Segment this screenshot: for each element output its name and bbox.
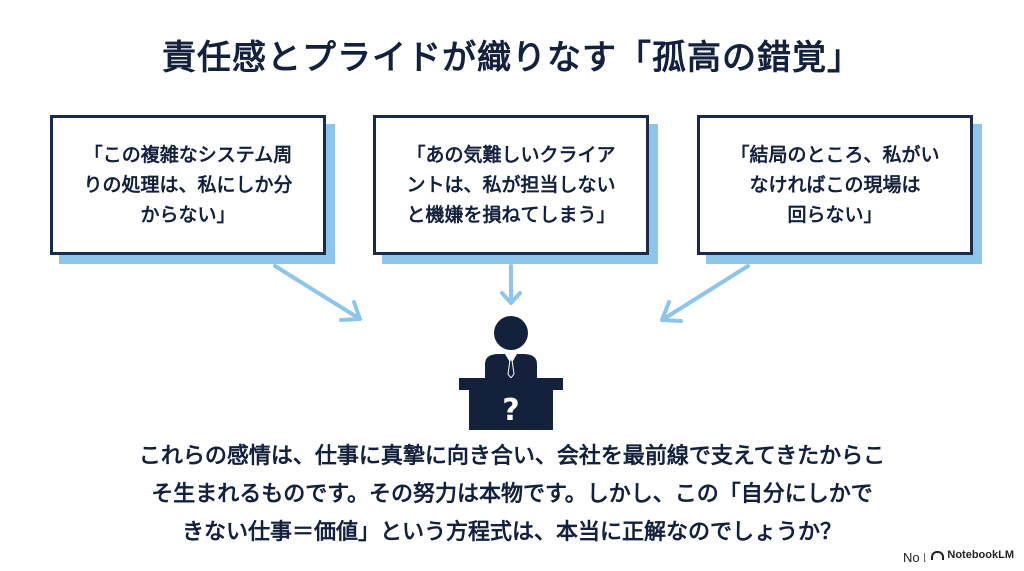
quote-card-frame: 「あの気難しいクライア ントは、私が担当しない と機嫌を損ねてしまう」 [373, 115, 649, 255]
quote-text-right: 「結局のところ、私がい なければこの現場は 回らない」 [730, 144, 940, 226]
arrow-left-icon [273, 264, 362, 322]
podium-base [469, 390, 553, 430]
quote-card-right: 「結局のところ、私がい なければこの現場は 回らない」 [697, 115, 982, 264]
notebooklm-logo-icon [931, 550, 945, 560]
page-title: 責任感とプライドが織りなす「孤高の錯覚」 [162, 38, 862, 78]
quote-text-center: 「あの気難しいクライア ントは、私が担当しない と機嫌を損ねてしまう」 [406, 144, 616, 226]
speaker-at-podium-icon: ? [459, 316, 563, 430]
watermark-label: NotebookLM [947, 549, 1014, 561]
quote-card-frame: 「結局のところ、私がい なければこの現場は 回らない」 [697, 115, 973, 255]
arrow-center-icon [500, 264, 522, 305]
notebooklm-watermark: NotebookLM [925, 547, 1020, 563]
question-mark: ? [502, 393, 519, 428]
podium-top [459, 378, 563, 390]
body-paragraph: これらの感情は、仕事に真摯に向き合い、会社を最前線で支えてきたからこ そ生まれる… [138, 444, 886, 545]
quote-card-frame: 「この複雑なシステム周 りの処理は、私にしか分 からない」 [50, 115, 326, 255]
quote-card-center: 「あの気難しいクライア ントは、私が担当しない と機嫌を損ねてしまう」 [373, 115, 658, 264]
quote-text-left: 「この複雑なシステム周 りの処理は、私にしか分 からない」 [83, 144, 293, 226]
arrow-right-icon [660, 264, 750, 323]
person-head [494, 316, 528, 350]
quote-card-left: 「この複雑なシステム周 りの処理は、私にしか分 からない」 [50, 115, 335, 264]
